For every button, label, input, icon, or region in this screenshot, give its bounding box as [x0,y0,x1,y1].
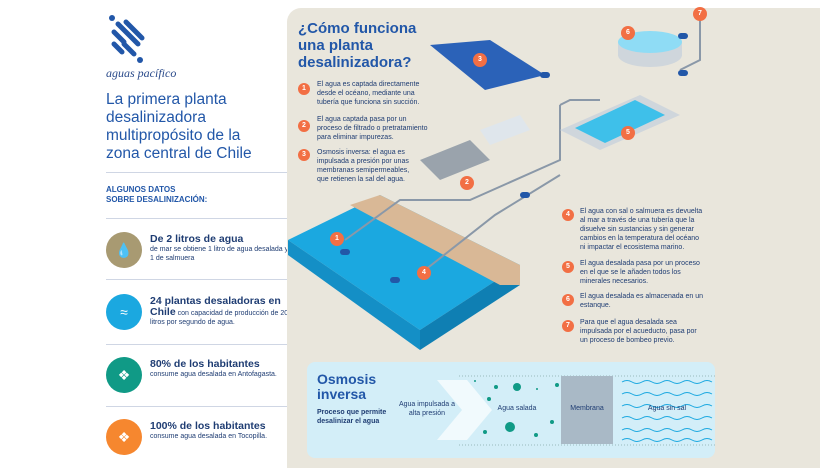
filter-units [420,140,490,180]
divider [106,279,290,280]
step-marker: 2 [460,176,474,190]
step-number: 2 [298,120,310,132]
fact-item: ≈ 24 plantas desaladoras en Chile con ca… [106,294,290,334]
ocean [288,195,520,330]
facts-heading-line: ALGUNOS DATOS [106,185,176,194]
salt-water-label: Agua salada [497,405,537,412]
fact-text: de mar se obtiene 1 litro de agua desala… [150,246,289,262]
title-line: ¿Cómo funciona [298,20,417,37]
step-number: 6 [562,294,574,306]
step-marker: 7 [693,7,707,21]
plant-icon: ≈ [106,294,142,330]
step-text: El agua desalada es almacenada en un est… [580,293,703,309]
fresh-water-label: Agua sin sal [647,405,687,412]
fact-title: De 2 litros de agua [150,233,244,245]
divider [106,172,290,173]
salt-particles [474,380,559,437]
step-marker: 4 [417,266,431,280]
step-marker: 6 [621,26,635,40]
aguas-pacifico-logo [109,15,145,63]
step-marker: 1 [330,232,344,246]
fact-title: 80% de los habitantes [150,358,260,370]
divider [106,218,290,219]
step-number: 4 [562,209,574,221]
step-text: El agua desalada pasa por un proceso en … [580,260,700,285]
headline: La primera planta desalinizadora multipr… [106,91,252,162]
fact-text: consume agua desalada en Antofagasta. [150,371,277,378]
divider [106,344,290,345]
sand [350,195,520,285]
fact-text: consume agua desalada en Tocopilla. [150,433,268,440]
fact-title: 100% de los habitantes [150,420,266,432]
membrane-label: Membrana [570,405,604,412]
water-drop-icon: 💧 [106,232,142,268]
step-text: El agua es captada directamente desde el… [317,81,420,106]
fact-text: con capacidad de producción de 20 litros… [150,310,289,326]
membrane-block [561,376,613,444]
osmosis-title-line: Osmosis [317,371,377,387]
step-marker: 3 [473,53,487,67]
osmosis-description: Proceso que permite desalinizar el agua [317,409,387,425]
step-text: Osmosis inversa: el agua es impulsada a … [317,149,410,183]
step-marker: 5 [621,126,635,140]
pushed-water-label: Agua impulsada a alta presión [398,401,456,417]
left-panel: aguas pacífico La primera planta desalin… [0,0,290,460]
step-text: Para que el agua desalada sea impulsada … [580,319,697,344]
brand-name: aguas pacífico [106,66,177,80]
people-icon: ❖ [106,419,142,455]
step-number: 7 [562,320,574,332]
people-icon: ❖ [106,357,142,393]
membrane-racks [430,40,545,90]
step-number: 5 [562,261,574,273]
fresh-water-waves [621,380,713,442]
divider [106,406,290,407]
osmosis-illustration [437,375,715,446]
step-text: El agua captada pasa por un proceso de f… [317,116,428,141]
osmosis-title-line: inversa [317,386,367,402]
fact-title: 24 plantas desaladoras en Chile [150,295,281,318]
chevron-arrow-icon [437,380,492,440]
step-number: 3 [298,149,310,161]
title-line: una planta [298,37,374,54]
step-text: El agua con sal o salmuera es devuelta a… [580,208,703,251]
title-line: desalinizadora? [298,54,412,71]
facts-heading-line: SOBRE DESALINIZACIÓN: [106,195,208,204]
step-number: 1 [298,83,310,95]
